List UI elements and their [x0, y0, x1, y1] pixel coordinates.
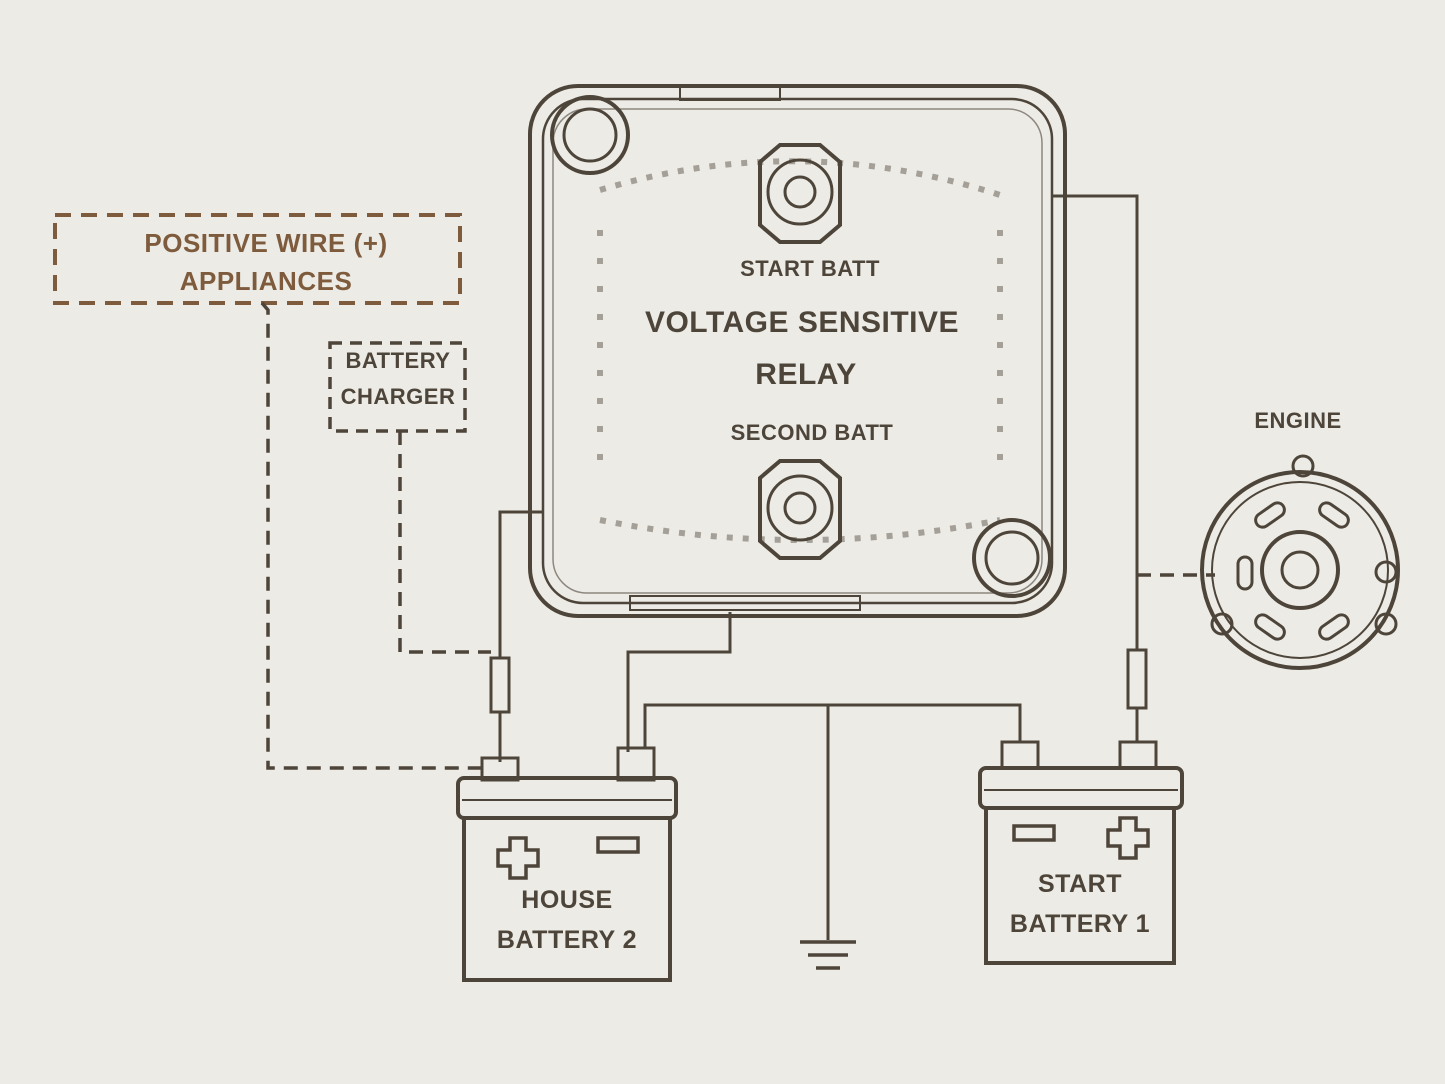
house-battery-label: HOUSE BATTERY 2 — [497, 880, 637, 960]
house-battery-line2: BATTERY 2 — [496, 926, 638, 954]
solid-wires — [498, 194, 1139, 940]
dashed-wires — [260, 301, 1215, 770]
start-battery-line1: START — [1038, 870, 1122, 898]
appliances-label-line2: APPLIANCES — [179, 266, 353, 296]
start-battery-label: START BATTERY 1 — [1010, 864, 1150, 944]
fuse-start — [1126, 648, 1148, 710]
relay-title-line2: RELAY — [755, 358, 857, 391]
start-batt-label: START BATT — [740, 256, 880, 281]
start-plus-icon — [1106, 816, 1150, 860]
mounting-hole-top-left — [550, 95, 630, 175]
relay-body — [528, 84, 1067, 618]
appliances-box — [53, 213, 462, 305]
relay-title-line1: VOLTAGE SENSITIVE — [644, 306, 960, 339]
fuse-house — [489, 656, 511, 714]
house-plus-icon — [496, 836, 540, 880]
house-battery — [456, 746, 678, 982]
start-battery — [978, 740, 1184, 965]
house-minus-icon — [596, 836, 640, 854]
engine-alternator — [1200, 454, 1400, 670]
charger-label-line2: CHARGER — [340, 384, 456, 409]
second-batt-label: SECOND BATT — [730, 420, 894, 445]
second-batt-terminal — [758, 459, 842, 560]
mounting-hole-bottom-right — [972, 518, 1052, 598]
start-battery-line2: BATTERY 1 — [1009, 910, 1151, 938]
appliances-label-line1: POSITIVE WIRE (+) — [144, 228, 388, 258]
charger-label-line1: BATTERY — [345, 348, 451, 373]
house-battery-line1: HOUSE — [521, 886, 613, 914]
engine-label: ENGINE — [1254, 408, 1342, 433]
start-minus-icon — [1012, 824, 1056, 842]
start-batt-terminal — [758, 143, 842, 244]
ground-icon — [800, 940, 856, 970]
battery-charger-box — [328, 341, 467, 433]
